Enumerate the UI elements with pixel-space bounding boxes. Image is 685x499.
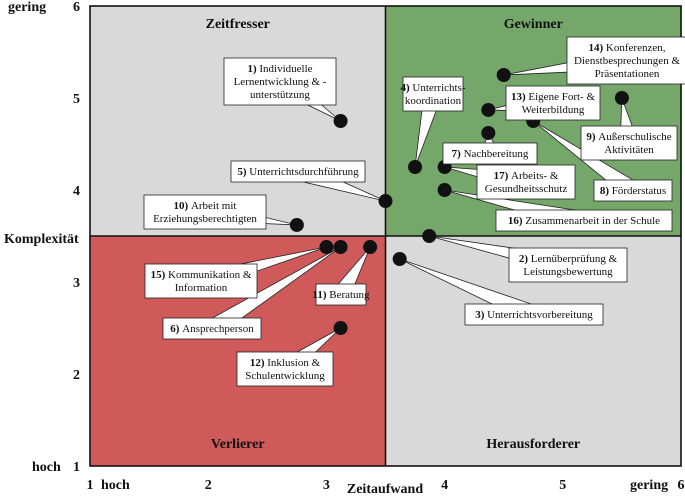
data-point — [481, 125, 496, 140]
x-tick-label: 3 — [323, 478, 330, 493]
data-label: 4) Unterrichts-koordination — [400, 82, 465, 107]
data-point — [437, 183, 452, 197]
data-label: 15) Kommunikation &Information — [151, 269, 252, 294]
data-label-box — [476, 164, 576, 200]
data-point — [481, 102, 496, 117]
data-point — [422, 229, 437, 243]
data-label-box — [236, 351, 334, 387]
data-label-box — [143, 194, 267, 230]
data-point — [333, 321, 348, 335]
data-label-box — [508, 247, 628, 283]
data-label: 7) Nachbereitung — [452, 148, 529, 160]
y-axis-label: Komplexität — [4, 232, 79, 247]
data-label: 2) Lernüberprüfung &Leistungsbewertung — [519, 253, 618, 278]
y-end-label-low: hoch — [32, 460, 61, 475]
x-end-label-high: gering — [630, 478, 668, 493]
y-tick-label: 4 — [73, 184, 80, 199]
quadrant-title-verlierer: Verlierer — [211, 437, 265, 452]
data-label: 13) Eigene Fort- &Weiterbildung — [511, 91, 595, 116]
data-label-box — [402, 76, 464, 112]
y-end-label-high: gering — [8, 0, 46, 15]
x-tick-label: 1 — [87, 478, 94, 493]
data-label-box — [162, 317, 262, 340]
x-end-label-low: hoch — [101, 478, 130, 493]
x-axis-label: Zeitaufwand — [347, 482, 423, 497]
data-label: 17) Arbeits- &Gesundheitsschutz — [485, 170, 568, 195]
data-points — [289, 68, 629, 335]
data-point — [392, 252, 407, 266]
data-label: 6) Ansprechperson — [170, 323, 254, 335]
data-point — [333, 114, 348, 128]
data-label-box — [223, 57, 337, 106]
data-label: 8) Förderstatus — [600, 185, 666, 197]
data-point — [496, 68, 511, 82]
data-label-box — [566, 36, 685, 85]
data-label: 12) Inklusion &Schulentwicklung — [245, 357, 325, 382]
data-point — [289, 217, 304, 232]
data-label-box — [580, 125, 678, 161]
data-point — [378, 194, 393, 209]
data-label: 3) Unterrichtsvorbereitung — [475, 309, 593, 321]
y-tick-label: 2 — [73, 368, 80, 383]
data-label: 14) Konferenzen,Dienstbesprechungen &Prä… — [574, 42, 680, 80]
x-tick-label: 2 — [205, 478, 212, 493]
x-tick-label: 5 — [559, 478, 566, 493]
quadrant-title-herausforderer: Herausforderer — [486, 437, 580, 452]
data-label-box — [495, 209, 673, 232]
data-label-box — [315, 283, 367, 306]
data-label-box — [144, 263, 258, 299]
data-label-box — [230, 160, 366, 183]
y-tick-label: 5 — [73, 92, 80, 107]
data-label-box — [593, 179, 673, 202]
data-point — [363, 240, 378, 255]
data-label: 11) Beratung — [312, 289, 370, 301]
data-point — [614, 91, 629, 105]
data-label: 5) Unterrichtsdurchführung — [237, 166, 359, 178]
y-tick-label: 6 — [73, 0, 80, 15]
y-tick-label: 3 — [73, 276, 80, 291]
data-label-box — [464, 303, 604, 326]
axes: 1 2 3 4 5 6 1 2 3 4 5 6 gering hoch hoch gering — [8, 0, 685, 493]
x-tick-label: 4 — [441, 478, 448, 493]
data-label: 16) Zusammenarbeit in der Schule — [508, 215, 660, 227]
quadrant-title-gewinner: Gewinner — [504, 17, 563, 32]
y-tick-label: 1 — [73, 460, 80, 475]
data-point — [319, 240, 334, 255]
data-label-box — [505, 85, 601, 121]
data-label-box — [442, 142, 538, 165]
data-point — [333, 240, 348, 255]
quadrant-title-zeitfresser: Zeitfresser — [206, 17, 270, 32]
x-tick-label: 6 — [678, 478, 685, 493]
data-point — [408, 160, 423, 174]
